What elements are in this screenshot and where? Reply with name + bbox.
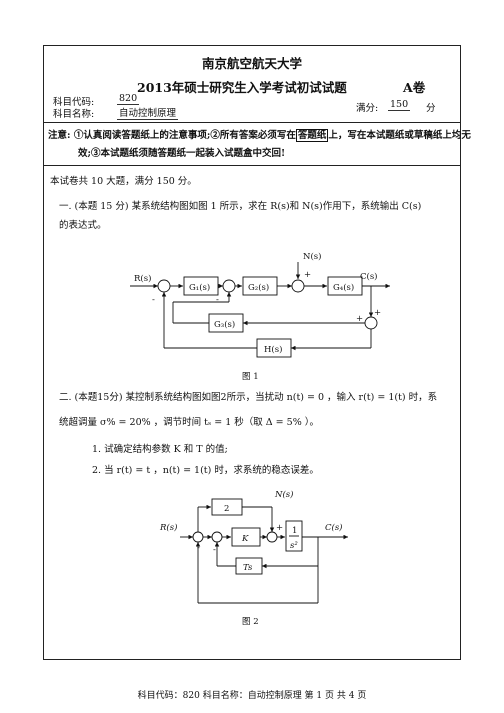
fig2-sign: - xyxy=(213,545,216,555)
answer-sheet-box: 答题纸 xyxy=(295,129,329,142)
question-2-sub-1: 1. 试确定结构参数 K 和 T 的值; xyxy=(92,444,228,455)
score-unit: 分 xyxy=(426,103,436,114)
paper-version: A卷 xyxy=(403,80,426,95)
fig2-block-ts: Ts xyxy=(243,563,253,573)
full-score-label: 满分: xyxy=(356,103,379,114)
subject-name-label: 科目名称: xyxy=(53,109,95,120)
notice-line-1: 注意: ①认真阅读答题纸上的注意事项;②所有答案必须写在答题纸上，写在本试题纸或… xyxy=(48,127,471,142)
fig2-sign: + xyxy=(276,523,283,533)
divider xyxy=(43,165,460,166)
fig1-disturbance-label: N(s) xyxy=(303,251,321,262)
fig1-input-label: R(s) xyxy=(134,273,151,284)
page-footer: 科目代码：820 科目名称：自动控制原理 第 1 页 共 4 页 xyxy=(137,691,367,701)
question-1-text: 一. (本题 15 分) 某系统结构图如图 1 所示，求在 R(s)和 N(s)… xyxy=(59,201,422,212)
fig1-sign: + xyxy=(304,270,311,280)
notice-text-b: 上，写在本试题纸或草稿纸上均无 xyxy=(328,130,471,141)
notice-text-a: ①认真阅读答题纸上的注意事项;②所有答案必须写在 xyxy=(73,130,296,141)
full-score: 150 xyxy=(388,99,411,111)
fig1-sign: + xyxy=(374,308,381,318)
subject-code-label: 科目代码: xyxy=(53,97,95,108)
fig2-block-k: K xyxy=(241,534,249,544)
question-2-text-cont: 统超调量 σ% = 20% ，调节时间 tₛ = 1 秒（取 Δ = 5% ）。 xyxy=(59,417,319,428)
page-frame xyxy=(43,45,461,660)
figure-1-caption: 图 1 xyxy=(242,372,259,382)
exam-title: 2013年硕士研究生入学考试初试试题 xyxy=(137,80,347,95)
fig2-sign: - xyxy=(197,543,200,553)
fig2-block-gain: 2 xyxy=(224,504,229,514)
fig2-input-label: R(s) xyxy=(159,522,177,533)
university-name: 南京航空航天大学 xyxy=(201,56,302,71)
fig1-sign: + xyxy=(356,314,363,324)
figure-2-caption: 图 2 xyxy=(242,617,259,627)
fig2-disturbance-label: N(s) xyxy=(274,489,293,500)
fig1-sign: - xyxy=(152,295,155,305)
divider xyxy=(43,122,460,123)
fig1-block-g3: G₃(s) xyxy=(214,319,235,330)
paper-intro: 本试卷共 10 大题，满分 150 分。 xyxy=(50,176,197,187)
fig1-block-g1: G₁(s) xyxy=(189,282,210,293)
fig2-output-label: C(s) xyxy=(325,522,343,533)
fig1-block-g4: G₄(s) xyxy=(333,282,354,293)
fig1-output-label: C(s) xyxy=(360,271,378,282)
fig1-block-g2: G₂(s) xyxy=(248,282,269,293)
question-1-text-cont: 的表达式。 xyxy=(59,220,107,231)
fig1-sign: - xyxy=(216,295,219,305)
fig2-plant-numerator: 1 xyxy=(292,526,297,536)
fig2-plant-denominator: s² xyxy=(290,541,298,551)
notice-label: 注意: xyxy=(48,130,71,141)
notice-line-2: 效;③本试题纸须随答题纸一起装入试题盒中交回! xyxy=(78,148,286,159)
question-2-text: 二. (本题15分) 某控制系统结构图如图2所示，当扰动 n(t) = 0 ，输… xyxy=(59,392,438,403)
subject-code: 820 xyxy=(117,93,140,105)
subject-name: 自动控制原理 xyxy=(117,105,179,120)
question-2-sub-2: 2. 当 r(t) = t ，n(t) = 1(t) 时，求系统的稳态误差。 xyxy=(92,465,319,476)
fig1-block-h: H(s) xyxy=(264,344,282,355)
